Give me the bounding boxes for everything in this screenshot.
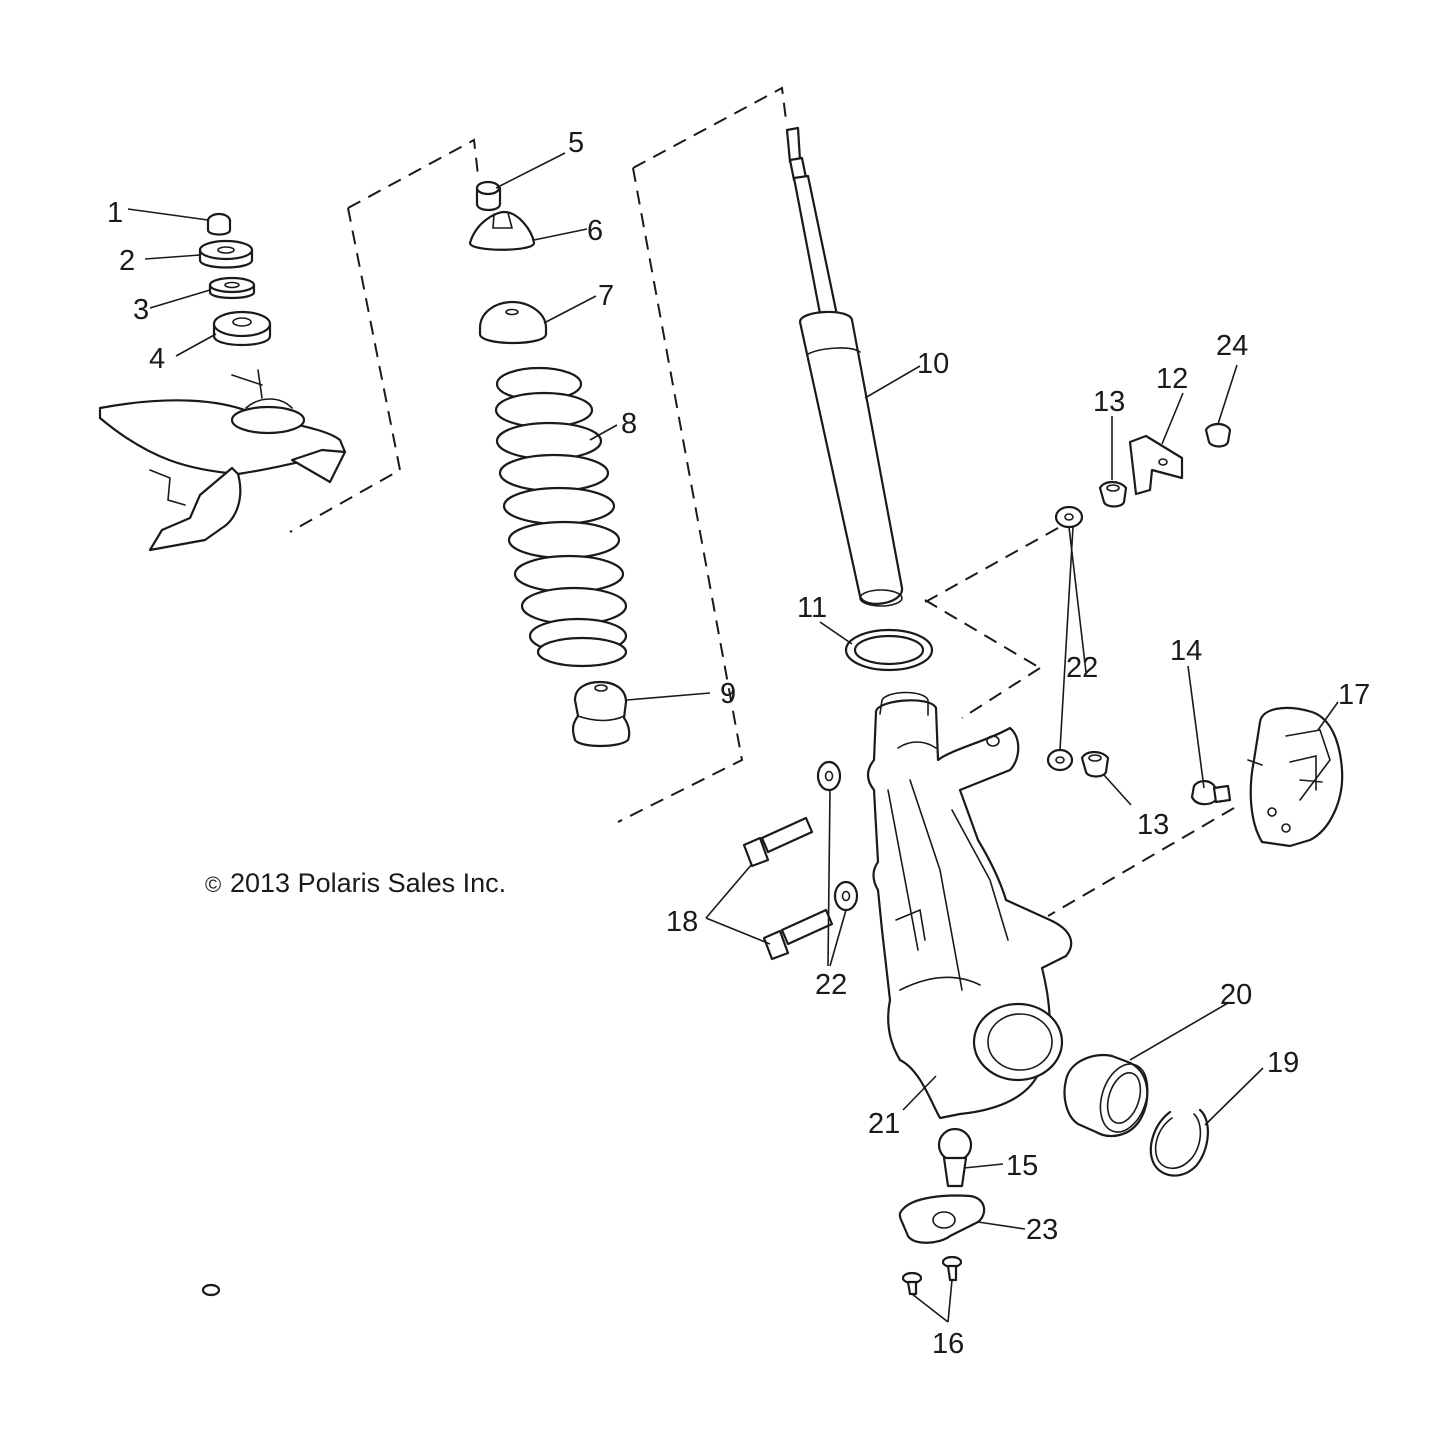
washer-part-22-mid: [1046, 748, 1074, 772]
seal-ring-part-11: [844, 628, 934, 672]
callout-15: 15: [1006, 1150, 1038, 1182]
nut-part-24: [1204, 422, 1232, 448]
copyright-text: 2013 Polaris Sales Inc.: [230, 868, 506, 898]
snap-ring-part-19: [1149, 1108, 1209, 1177]
screw-part-16-east: [941, 1255, 963, 1282]
callout-20: 20: [1220, 979, 1252, 1011]
callout-4: 4: [149, 343, 165, 375]
nut-part-13-upper: [1098, 480, 1128, 508]
ball-joint-plate-part-23: [898, 1194, 986, 1244]
callout-5: 5: [568, 127, 584, 159]
brake-caliper-part-17: [1247, 706, 1344, 848]
leader-lines: [127, 152, 1339, 1323]
callout-12: 12: [1156, 363, 1188, 395]
copyright-symbol: ©: [205, 872, 221, 897]
washer-part-3: [208, 276, 256, 300]
callout-16: 16: [932, 1328, 964, 1360]
callout-labels: 1 2 3 4 5 6 7 8 9 10 11 12 13 13 14 15 1…: [107, 127, 1370, 1360]
strut-part-10: [785, 126, 904, 607]
bushing-part-4: [212, 310, 272, 346]
callout-9: 9: [720, 678, 736, 710]
nut-part-13-lower: [1080, 750, 1110, 778]
spring-cup-part-6: [468, 210, 536, 251]
ball-joint-part-15: [937, 1127, 973, 1188]
washer-part-2: [198, 239, 254, 269]
washer-part-22-top: [1054, 505, 1084, 529]
screw-part-16-a: [210, 1293, 214, 1297]
callout-2: 2: [119, 245, 135, 277]
callout-23: 23: [1026, 1214, 1058, 1246]
bump-stop-part-9: [571, 680, 631, 748]
washer-part-22-left-upper: [816, 760, 842, 792]
callout-13-lower: 13: [1137, 809, 1169, 841]
callout-1: 1: [107, 197, 123, 229]
nut-part-5: [475, 180, 502, 212]
callout-24: 24: [1216, 330, 1248, 362]
callout-19: 19: [1267, 1047, 1299, 1079]
callout-8: 8: [621, 408, 637, 440]
callout-14: 14: [1170, 635, 1202, 667]
washer-part-22-left-lower: [833, 880, 859, 912]
callout-11: 11: [797, 592, 827, 624]
bolt-part-18-upper: [742, 816, 814, 868]
callout-22-right: 22: [1066, 652, 1098, 684]
callout-7: 7: [598, 280, 614, 312]
nut-part-1: [206, 212, 232, 236]
callout-18: 18: [666, 906, 698, 938]
copyright-notice: © 2013 Polaris Sales Inc.: [205, 868, 506, 898]
callout-13-upper: 13: [1093, 386, 1125, 418]
callout-22-left: 22: [815, 969, 847, 1001]
coil-spring-part-8: [494, 366, 628, 668]
callout-3: 3: [133, 294, 149, 326]
callout-17: 17: [1338, 679, 1370, 711]
callout-21: 21: [868, 1108, 900, 1140]
callout-6: 6: [587, 215, 603, 247]
bolt-part-14: [1190, 780, 1232, 806]
callout-10: 10: [917, 348, 949, 380]
spring-retainer-part-7: [478, 300, 548, 345]
wheel-bearing-part-20: [1063, 1054, 1149, 1138]
screw-part-16-west-real: [901, 1271, 923, 1296]
assembly-guides: [289, 86, 1235, 917]
clip-part-12: [1128, 434, 1184, 496]
steering-knuckle-part-21: [866, 691, 1073, 1120]
bolt-part-18-lower: [762, 908, 834, 961]
control-arm: [98, 369, 347, 552]
